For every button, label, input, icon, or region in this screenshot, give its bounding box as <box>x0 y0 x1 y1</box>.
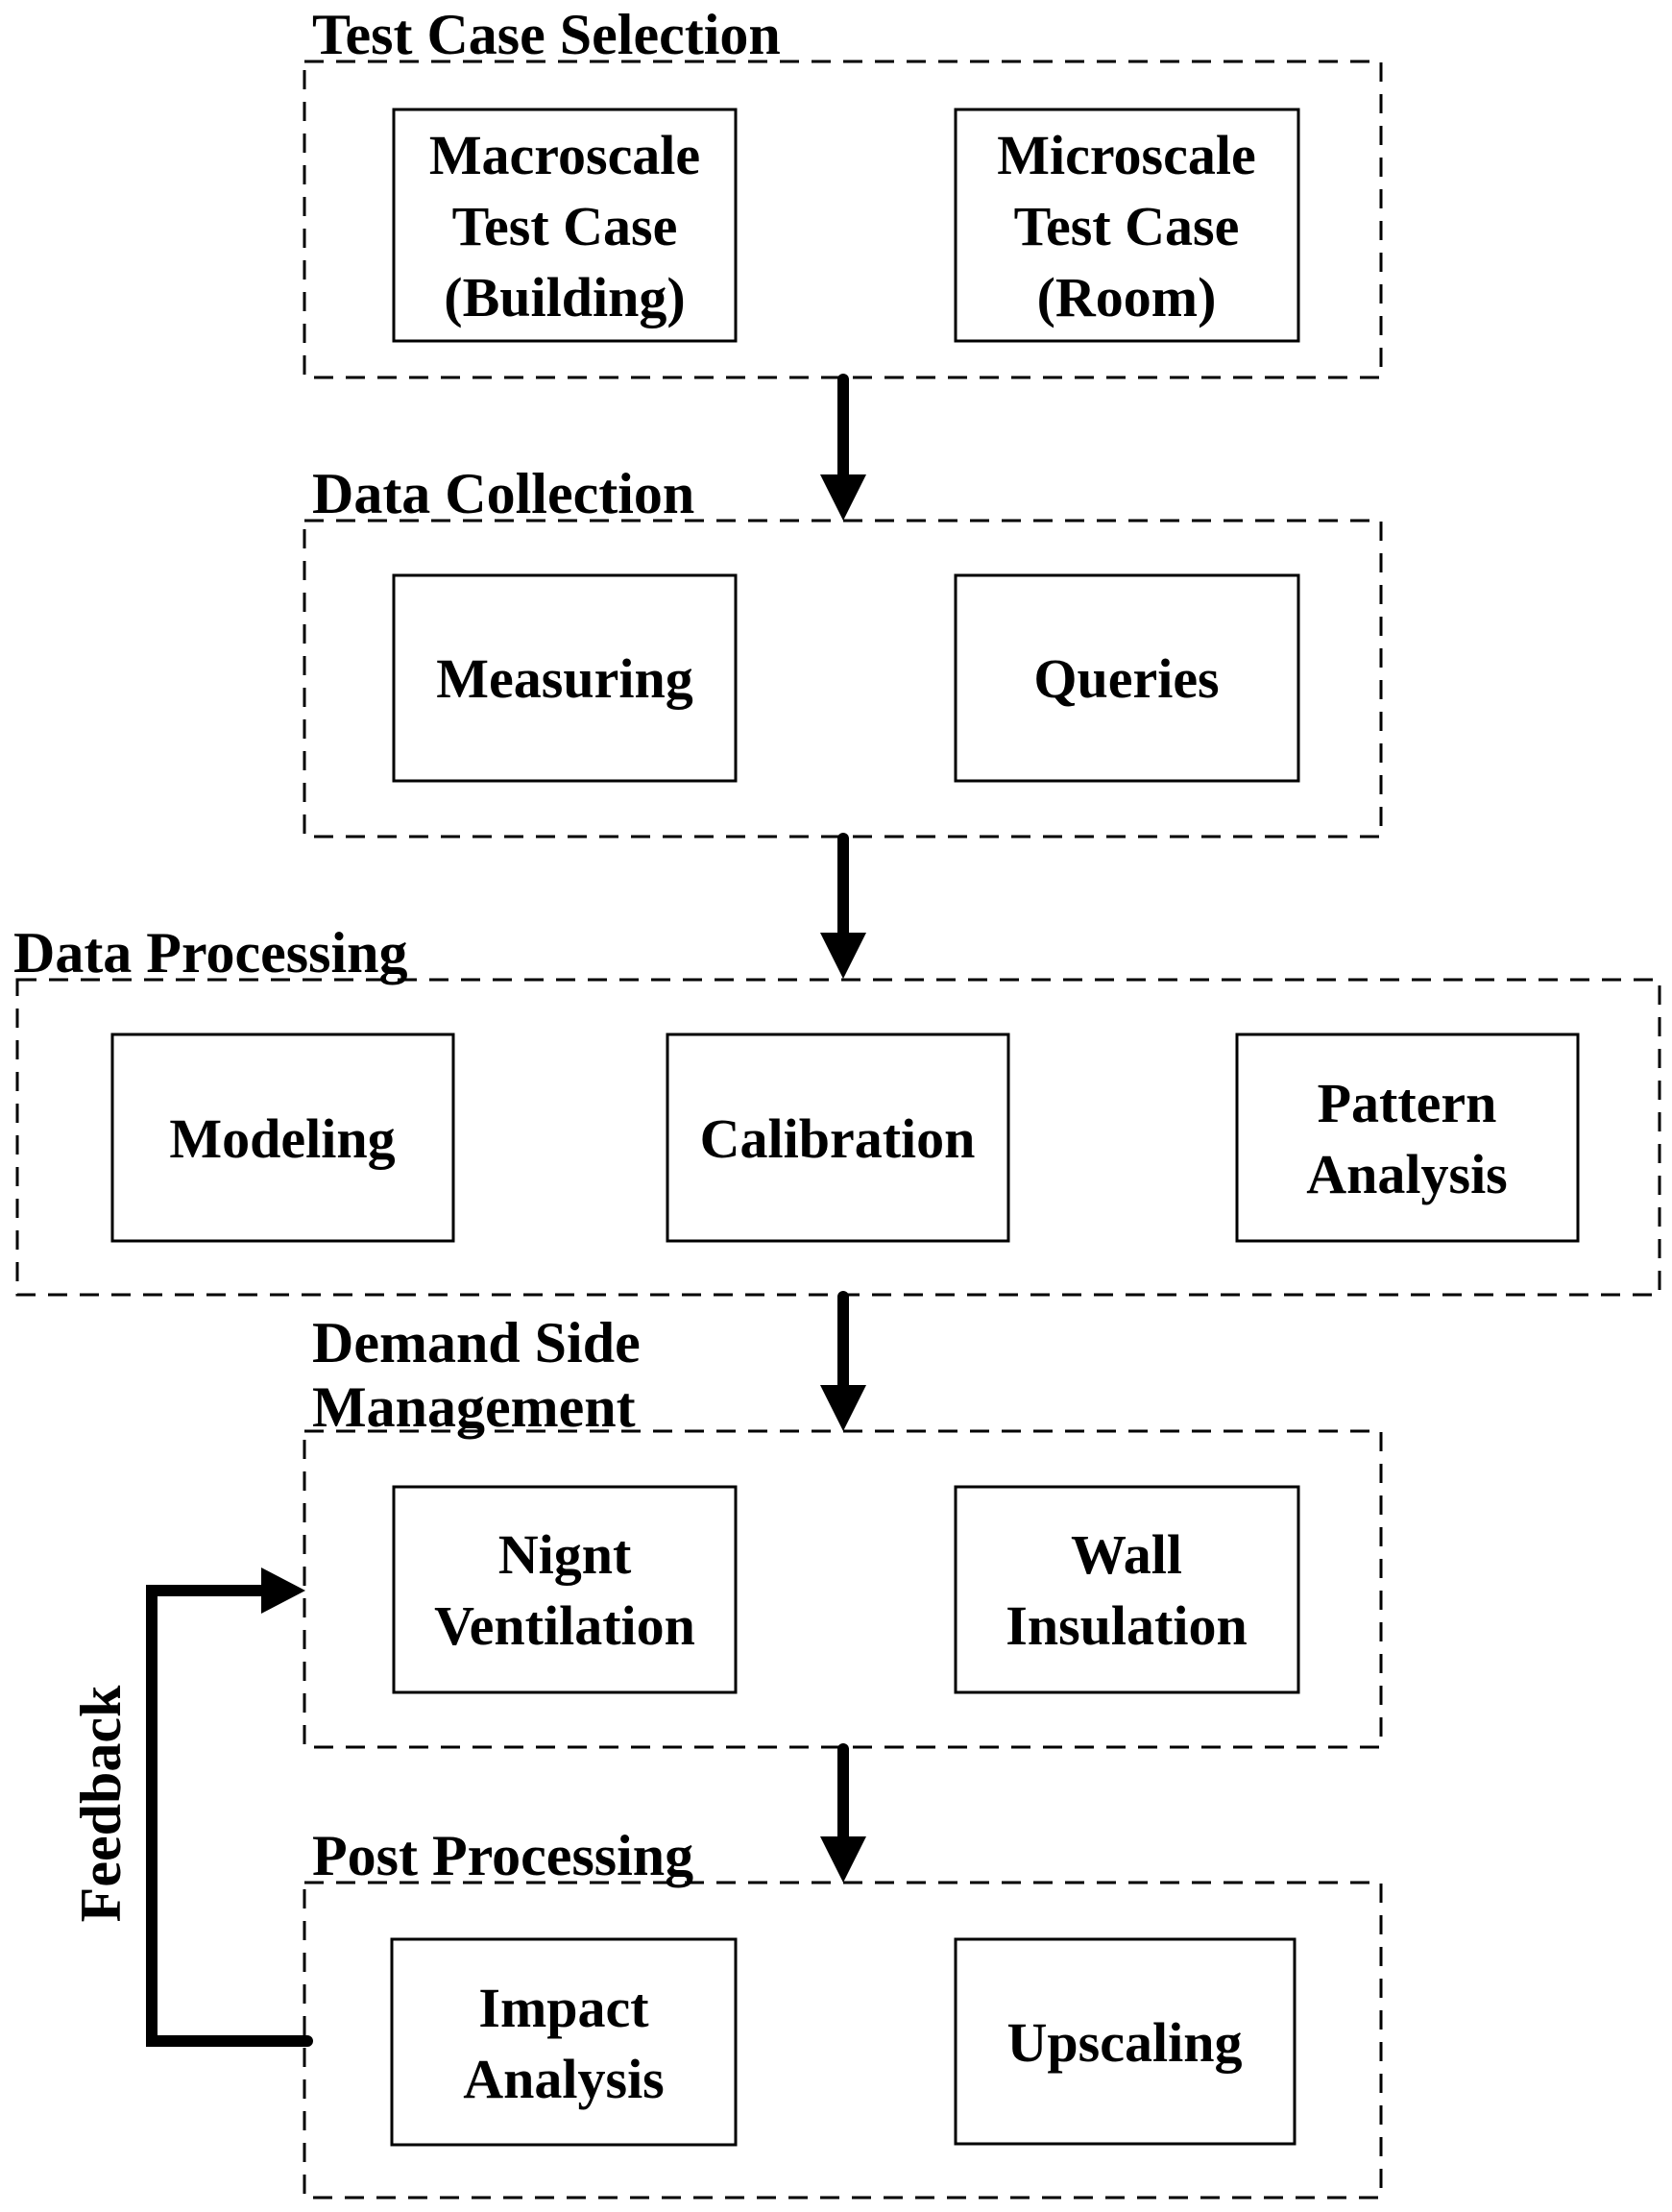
process-box-label-line: (Building) <box>444 266 685 328</box>
flow-arrow-down-1 <box>820 374 866 521</box>
process-box-label-line: Insulation <box>1006 1594 1247 1657</box>
section-title-post-processing: Post Processing <box>312 1824 693 1887</box>
section-data-collection: Data Collection Measuring Queries <box>303 462 1383 839</box>
process-box-impact-analysis: Impact Analysis <box>390 1937 738 2147</box>
process-box-night-ventilation: Nignt Ventilation <box>392 1485 738 1694</box>
process-box-border <box>392 108 738 343</box>
process-box-border <box>954 108 1300 343</box>
right-arrow-head-icon <box>261 1568 305 1614</box>
process-box-upscaling: Upscaling <box>954 1937 1296 2146</box>
process-box-microscale-test-case: Microscale Test Case (Room) <box>954 108 1300 343</box>
feedback-line <box>146 1585 313 2047</box>
process-box-label-line: Ventilation <box>434 1594 695 1657</box>
process-box-label-line: Macroscale <box>429 124 700 186</box>
down-arrow-head-icon <box>820 474 866 521</box>
flow-arrow-down-3 <box>820 1291 866 1431</box>
process-box-calibration: Calibration <box>666 1033 1010 1243</box>
process-box-border <box>390 1937 738 2147</box>
process-box-label-line: Modeling <box>169 1107 395 1170</box>
section-post-processing: Post Processing Impact Analysis Upscalin… <box>303 1824 1383 2200</box>
process-box-border <box>1235 1033 1580 1243</box>
process-box-label-line: Queries <box>1033 647 1219 710</box>
process-box-label-line: Calibration <box>700 1107 976 1170</box>
process-box-border <box>110 1033 455 1243</box>
down-arrow-head-icon <box>820 1385 866 1431</box>
process-box-label-line: Test Case <box>1014 195 1240 257</box>
process-box-label-line: Nignt <box>498 1523 632 1586</box>
section-title-data-processing: Data Processing <box>13 921 408 984</box>
down-arrow-head-icon <box>820 933 866 979</box>
section-data-processing: Data Processing Modeling Calibration Pat… <box>13 921 1661 1297</box>
process-box-border <box>954 1485 1300 1694</box>
section-test-case-selection: Test Case Selection Macroscale Test Case… <box>303 3 1383 379</box>
process-box-label-line: Analysis <box>463 2048 665 2110</box>
process-box-label-line: Test Case <box>452 195 678 257</box>
process-box-label-line: (Room) <box>1037 266 1217 328</box>
process-box-label-line: Pattern <box>1318 1072 1497 1134</box>
process-box-label-line: Measuring <box>436 647 692 710</box>
section-title-demand-side-management-line2: Management <box>312 1375 636 1439</box>
process-box-measuring: Measuring <box>392 573 738 783</box>
process-box-macroscale-test-case: Macroscale Test Case (Building) <box>392 108 738 343</box>
section-title-data-collection: Data Collection <box>312 462 694 525</box>
section-box-data-processing <box>15 978 1661 1297</box>
down-arrow-head-icon <box>820 1836 866 1883</box>
flow-arrow-down-4 <box>820 1743 866 1883</box>
process-box-wall-insulation: Wall Insulation <box>954 1485 1300 1694</box>
flow-arrow-down-2 <box>820 833 866 979</box>
section-title-test-case-selection: Test Case Selection <box>312 3 781 66</box>
section-title-demand-side-management-line1: Demand Side <box>312 1311 641 1374</box>
feedback-loop: Feedback <box>69 1568 313 2047</box>
feedback-label: Feedback <box>69 1685 133 1922</box>
section-demand-side-management: Demand Side Management Nignt Ventilation… <box>303 1311 1383 1749</box>
process-box-border <box>954 573 1300 783</box>
process-box-label-line: Microscale <box>997 124 1255 186</box>
process-box-pattern-analysis: Pattern Analysis <box>1235 1033 1580 1243</box>
process-box-border <box>392 1485 738 1694</box>
process-box-modeling: Modeling <box>110 1033 455 1243</box>
process-box-border <box>666 1033 1010 1243</box>
process-box-label-line: Upscaling <box>1007 2011 1243 2074</box>
process-box-label-line: Wall <box>1071 1523 1182 1586</box>
process-box-label-line: Analysis <box>1306 1143 1508 1205</box>
process-box-border <box>392 573 738 783</box>
process-box-border <box>954 1937 1296 2146</box>
process-box-queries: Queries <box>954 573 1300 783</box>
process-box-label-line: Impact <box>478 1977 649 2039</box>
